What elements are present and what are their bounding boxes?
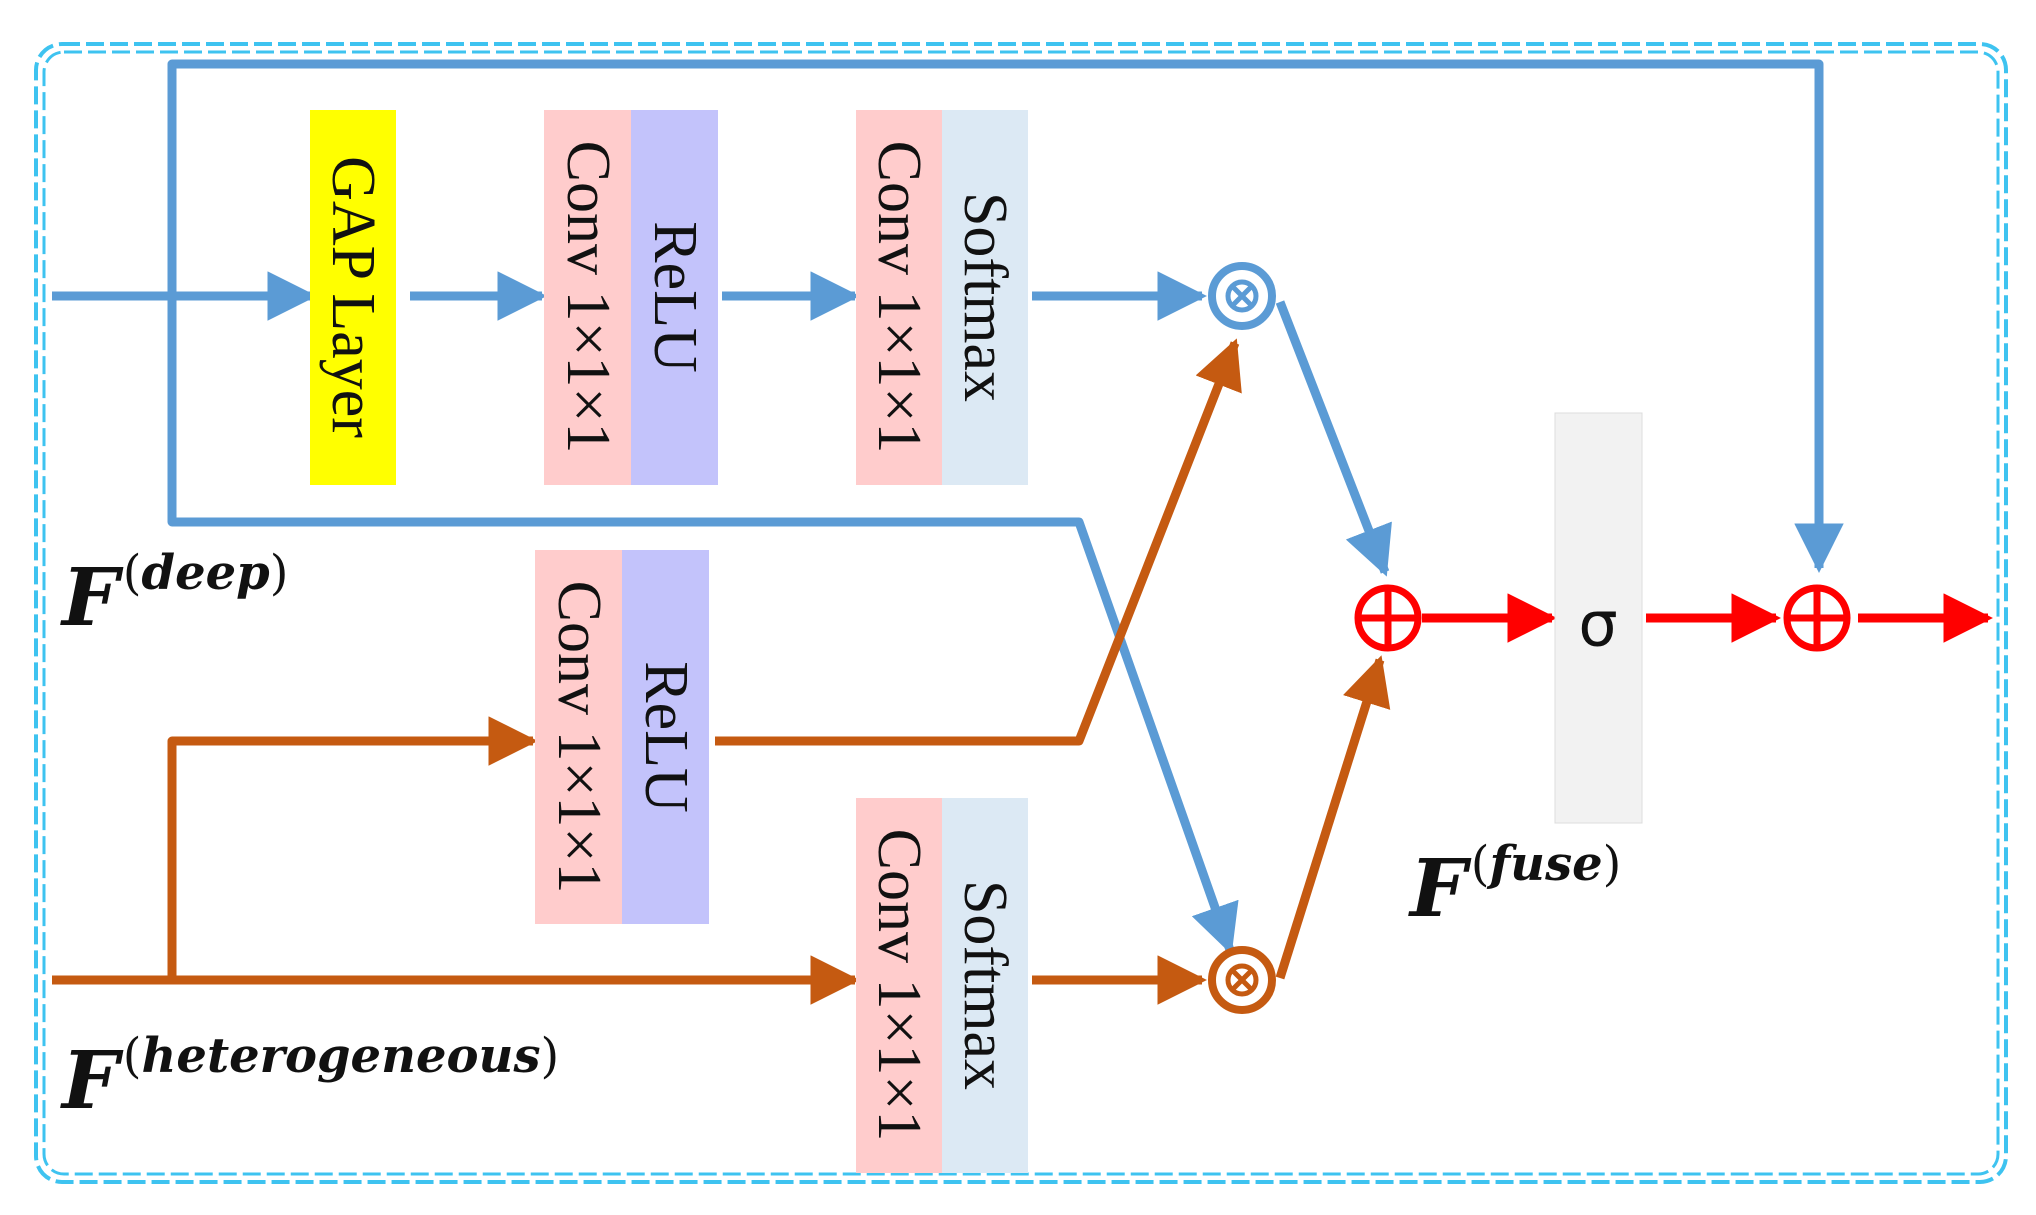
gap-layer-block: GAP Layer xyxy=(310,110,396,485)
label-base: F xyxy=(60,550,124,644)
label-sup: heterogeneous xyxy=(142,1028,541,1084)
label-f-fuse: F (fuse) xyxy=(1408,836,1621,935)
svg-text:F (deep): F (deep) xyxy=(60,545,288,644)
relu-label: ReLU xyxy=(632,661,700,813)
sigma-block: σ xyxy=(1554,412,1643,824)
multiply-operator-bottom xyxy=(1208,946,1276,1014)
conv-label: Conv 1×1×1 xyxy=(554,141,622,454)
conv-relu-block-middle: Conv 1×1×1 ReLU xyxy=(535,550,709,924)
label-f-heterogeneous: F (heterogeneous) xyxy=(60,1028,559,1127)
deep-feature-arrows xyxy=(52,59,1844,955)
label-base: F xyxy=(60,1033,124,1127)
module-frame xyxy=(34,42,2008,1184)
label-base: F xyxy=(1408,841,1472,935)
conv-label: Conv 1×1×1 xyxy=(865,829,933,1142)
relu-label: ReLU xyxy=(641,221,709,373)
conv-label: Conv 1×1×1 xyxy=(865,141,933,454)
arrow-relu-to-multiply-top xyxy=(715,338,1242,746)
arrow-deep-to-multiply-bottom xyxy=(167,296,1239,955)
gap-layer-label: GAP Layer xyxy=(319,156,387,438)
arrow-hetero-branch-to-conv-relu xyxy=(167,716,538,980)
arrow-multiply-top-to-add xyxy=(1275,300,1392,577)
label-f-deep: F (deep) xyxy=(60,545,288,644)
conv-softmax-block-top: Conv 1×1×1 Softmax xyxy=(856,110,1028,485)
multiply-operator-top xyxy=(1208,262,1276,330)
heterogeneous-feature-arrows xyxy=(52,338,1391,1005)
add-operator-final xyxy=(1783,584,1851,652)
svg-text:F (heterogeneous): F (heterogeneous) xyxy=(60,1028,559,1127)
softmax-label: Softmax xyxy=(951,192,1019,402)
sigma-label: σ xyxy=(1578,588,1617,661)
arrow-multiply-bottom-to-add xyxy=(1275,655,1391,980)
conv-label: Conv 1×1×1 xyxy=(545,581,613,894)
conv-softmax-block-bottom: Conv 1×1×1 Softmax xyxy=(856,798,1028,1173)
conv-relu-block-top: Conv 1×1×1 ReLU xyxy=(544,110,718,485)
label-sup: deep xyxy=(142,545,270,601)
softmax-label: Softmax xyxy=(951,880,1019,1090)
svg-text:F (fuse): F (fuse) xyxy=(1408,836,1621,935)
arrow-deep-skip-to-final-add xyxy=(167,59,1844,573)
add-operator-fuse xyxy=(1354,584,1422,652)
label-sup: fuse xyxy=(1487,836,1603,892)
